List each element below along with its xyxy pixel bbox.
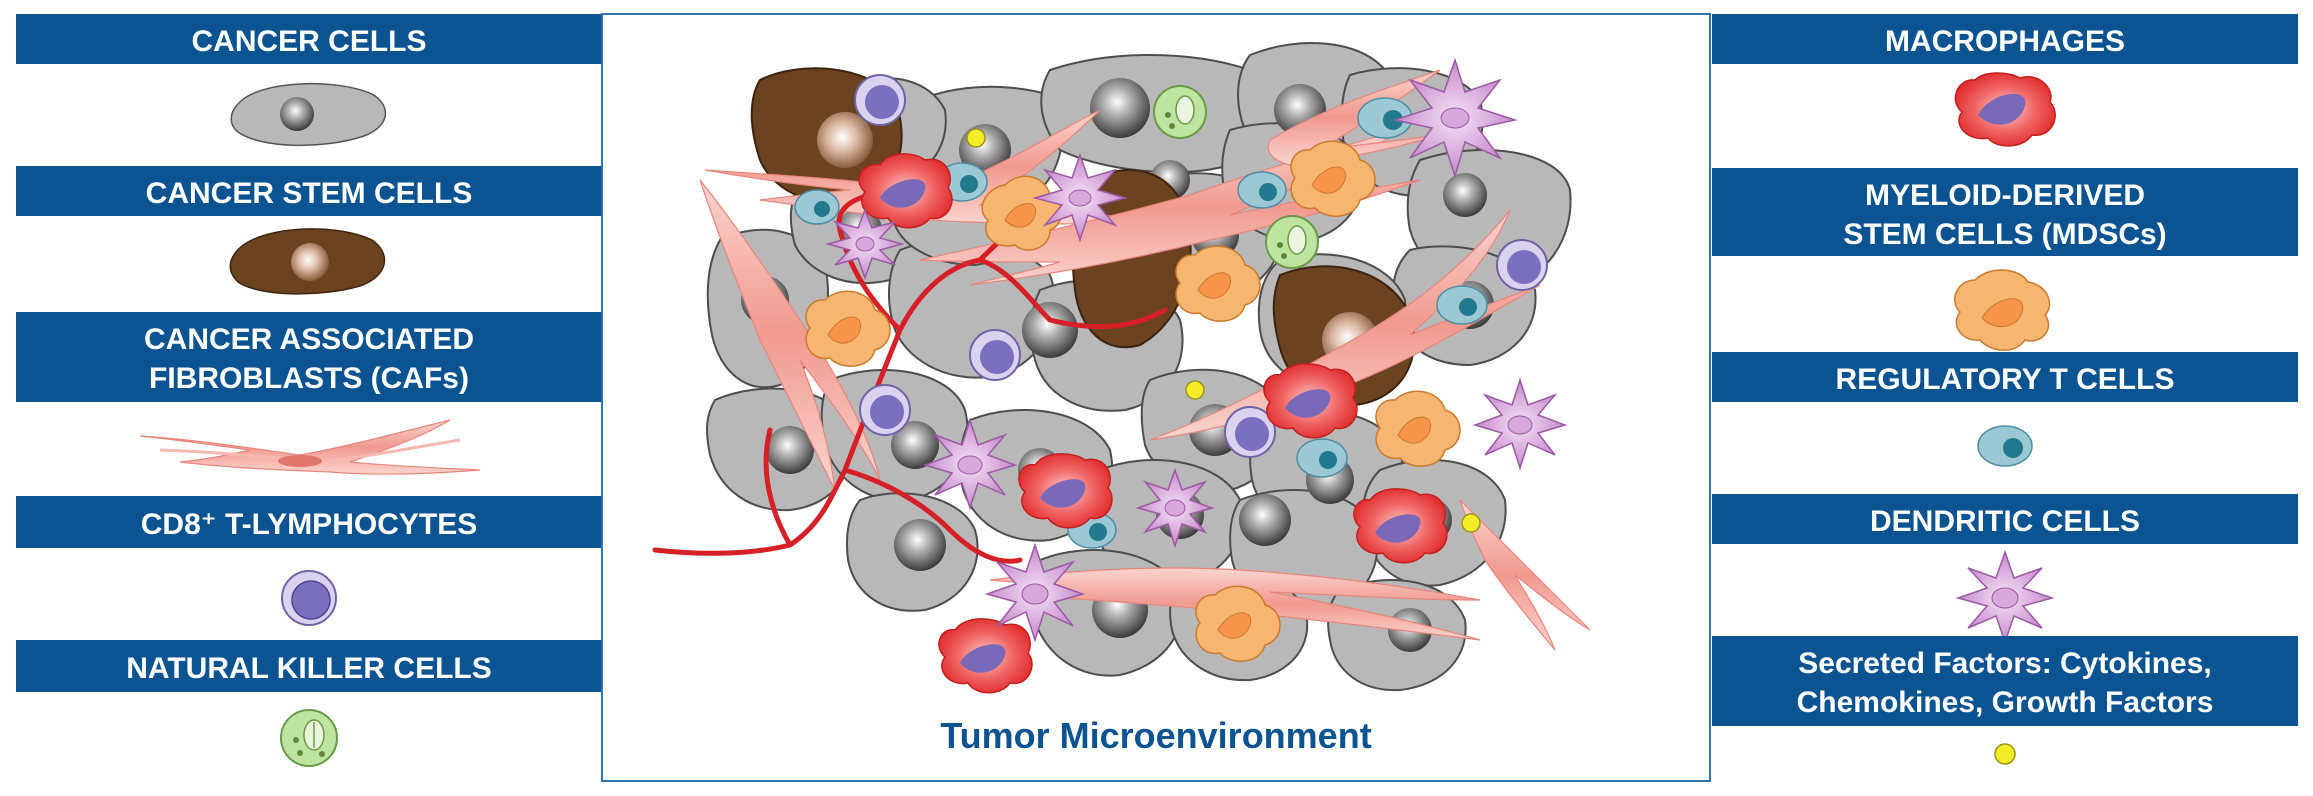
legend-label-cafs-line1: CANCER ASSOCIATED (144, 323, 474, 356)
diagram-title: Tumor Microenvironment (940, 715, 1371, 756)
legend-label-nk: NATURAL KILLER CELLS (126, 652, 492, 685)
legend-label-secreted-line2: Chemokines, Growth Factors (1797, 686, 2214, 719)
tme-illustration (652, 42, 1591, 694)
legend-cancer-stem-cells: CANCER STEM CELLS (16, 166, 602, 295)
nk-cell-icon (280, 709, 338, 767)
legend-label-mdscs-line1: MYELOID-DERIVED (1865, 179, 2145, 212)
legend-label-cafs-line2: FIBROBLASTS (CAFs) (149, 362, 469, 395)
legend-label-mdscs-line2: STEM CELLS (MDSCs) (1843, 218, 2166, 251)
legend-label-macrophages: MACROPHAGES (1885, 25, 2125, 58)
legend-left: CANCER CELLS CANCER STEM CELLS CANCER AS… (16, 14, 602, 767)
legend-label-cd8: CD8⁺ T-LYMPHOCYTES (141, 508, 477, 541)
cancer-cell-icon (230, 82, 387, 147)
legend-label-treg: REGULATORY T CELLS (1836, 363, 2175, 396)
legend-header-mdscs (1712, 168, 2298, 256)
legend-regulatory-t-cells: REGULATORY T CELLS (1712, 352, 2298, 467)
legend-header-cancer-stem-cells (16, 166, 602, 216)
treg-icon (1977, 425, 2033, 467)
macrophage-cells (858, 153, 1448, 694)
legend-nk-cells: NATURAL KILLER CELLS (16, 640, 602, 767)
legend-label-cancer-cells: CANCER CELLS (191, 25, 426, 58)
macrophage-icon (1954, 72, 2056, 147)
legend-macrophages: MACROPHAGES (1712, 14, 2298, 147)
cancer-stem-cell-icon (229, 228, 386, 295)
legend-header-cd8 (16, 496, 602, 548)
legend-right: MACROPHAGES MYELOID-DERIVED STEM CELLS (… (1712, 14, 2298, 765)
legend-label-dendritic: DENDRITIC CELLS (1870, 505, 2140, 538)
dendritic-nuclei (855, 107, 1533, 605)
dendritic-cell-icon (1955, 549, 2055, 645)
fibroblast-icon (139, 419, 481, 475)
legend-label-secreted-line1: Secreted Factors: Cytokines, (1798, 647, 2211, 680)
mdsc-nuclei (827, 166, 1432, 639)
legend-header-treg (1712, 352, 2298, 402)
mdsc-icon (1954, 269, 2051, 351)
nk-cells (1153, 85, 1319, 269)
cd8-t-cell-icon (281, 570, 337, 626)
blood-vessels (652, 192, 1168, 564)
cd8-t-cells (854, 74, 1548, 458)
legend-header-cancer-cells (16, 14, 602, 64)
legend-dendritic-cells: DENDRITIC CELLS (1712, 494, 2298, 645)
secreted-factors (966, 128, 1481, 533)
legend-secreted-factors: Secreted Factors: Cytokines, Chemokines,… (1712, 636, 2298, 765)
legend-header-dendritic (1712, 494, 2298, 544)
secreted-factor-icon (1994, 743, 2016, 765)
legend-header-cafs (16, 312, 602, 402)
legend-label-cancer-stem-cells: CANCER STEM CELLS (146, 177, 473, 210)
legend-mdscs: MYELOID-DERIVED STEM CELLS (MDSCs) (1712, 168, 2298, 351)
legend-cafs: CANCER ASSOCIATED FIBROBLASTS (CAFs) (16, 312, 602, 475)
legend-header-nk (16, 640, 602, 692)
legend-header-secreted (1712, 636, 2298, 726)
legend-cd8-t-lymphocytes: CD8⁺ T-LYMPHOCYTES (16, 496, 602, 626)
legend-header-macrophages (1712, 14, 2298, 64)
legend-cancer-cells: CANCER CELLS (16, 14, 602, 147)
